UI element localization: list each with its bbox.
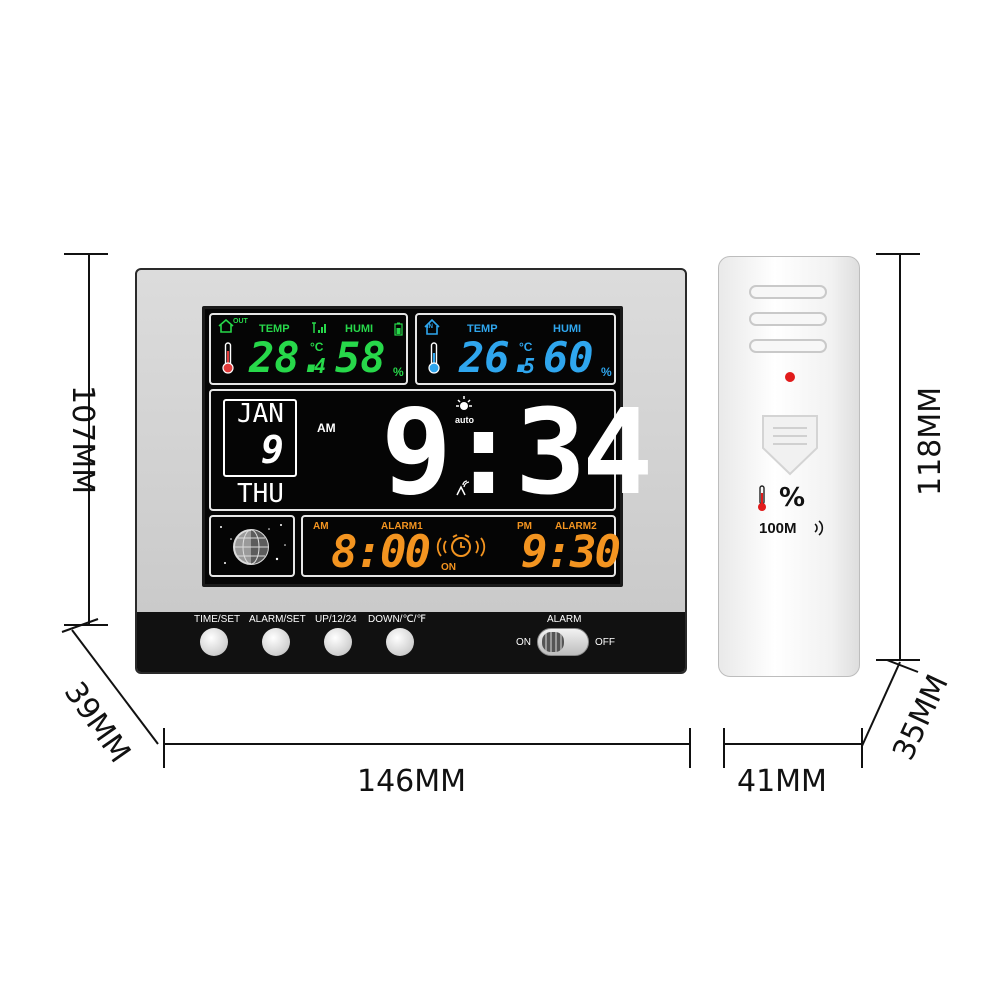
dim-sensor-width: 41MM: [737, 764, 827, 799]
clock-time: 9:34: [381, 383, 653, 521]
dim-sensor-height: 118MM: [913, 386, 949, 497]
moon-panel: [209, 515, 295, 577]
sensor-range: 100M: [759, 520, 797, 537]
humidity-symbol: %: [779, 483, 806, 513]
indoor-humi-value: 60: [543, 333, 594, 382]
calendar-box: [223, 399, 297, 477]
calendar-weekday: THU: [237, 479, 284, 509]
up-button[interactable]: [324, 628, 352, 656]
indoor-temp-value: 26.: [459, 333, 535, 382]
indoor-humi-label: HUMI: [553, 323, 582, 335]
house-icon: [424, 319, 440, 335]
signal-icon: [312, 322, 326, 333]
wireless-sensor: % 100M: [718, 256, 860, 677]
house-icon: [218, 319, 234, 333]
auto-label: auto: [455, 415, 474, 425]
indoor-panel: IN TEMP HUMI 26. °C 5 60 %: [415, 313, 616, 385]
outdoor-humi-value: 58: [335, 333, 386, 382]
battery-icon: [394, 322, 403, 336]
battery-door: [762, 415, 818, 476]
vent-slot: [749, 285, 827, 299]
indoor-temp-label: TEMP: [467, 323, 498, 335]
outdoor-out-label: OUT: [233, 318, 248, 325]
calendar-day: 9: [261, 428, 284, 472]
down-button[interactable]: [386, 628, 414, 656]
clock-panel: JAN 9 THU AM auto 9:34: [209, 389, 653, 511]
time-set-label: TIME/SET: [194, 614, 241, 625]
alarm-toggle-knob: [542, 632, 564, 652]
indoor-in-label: IN: [427, 324, 433, 330]
alarm-off-label: OFF: [595, 637, 615, 648]
thermometer-icon: [758, 485, 766, 511]
moon-phase-icon: [220, 524, 286, 565]
indicator-led: [785, 372, 795, 382]
alarm-clock-icon: [436, 534, 486, 557]
alarm1-time: 8:00: [331, 527, 431, 578]
dim-main-height: 107MM: [65, 384, 101, 495]
up-label: UP/12/24: [315, 614, 357, 625]
vent-slot: [749, 312, 827, 326]
outdoor-temp-label: TEMP: [259, 323, 290, 335]
thermometer-icon: [222, 342, 234, 374]
outdoor-panel: OUT TEMP HUMI 28. °C 4 58 %: [209, 313, 408, 385]
lcd-display: OUT TEMP HUMI 28. °C 4 58 % IN TEMP HUMI: [202, 306, 653, 587]
time-set-button[interactable]: [200, 628, 228, 656]
brightness-auto-icon: [456, 396, 472, 410]
antenna-icon: [456, 480, 470, 496]
calendar-month: JAN: [237, 399, 284, 429]
alarm-switch-label: ALARM: [547, 614, 582, 625]
alarm-set-label: ALARM/SET: [249, 614, 306, 625]
alarm1-label: ALARM1: [381, 521, 423, 532]
outdoor-humi-label: HUMI: [345, 323, 374, 335]
alarm2-label: ALARM2: [555, 521, 597, 532]
indoor-temp-decimal: 5: [523, 354, 536, 378]
wireless-icon: [814, 520, 824, 536]
alarm-on-label: ON: [516, 637, 531, 648]
indoor-humi-unit: %: [601, 365, 612, 379]
alarm-toggle-switch[interactable]: [537, 628, 589, 656]
indoor-temp-unit: °C: [519, 340, 533, 354]
alarm2-time: 9:30: [521, 527, 621, 578]
down-label: DOWN/℃/℉: [368, 614, 426, 625]
thermometer-icon: [428, 342, 440, 374]
alarm2-ampm: PM: [517, 521, 532, 532]
outdoor-humi-unit: %: [393, 365, 404, 379]
outdoor-temp-unit: °C: [310, 340, 324, 354]
vent-slot: [749, 339, 827, 353]
alarm1-ampm: AM: [313, 521, 329, 532]
alarm-set-button[interactable]: [262, 628, 290, 656]
outdoor-temp-decimal: 4: [314, 354, 327, 378]
alarm-status: ON: [441, 562, 456, 573]
clock-ampm: AM: [317, 421, 336, 435]
outdoor-temp-value: 28.: [249, 333, 325, 382]
alarm-panel: AM ALARM1 8:00 ON PM ALARM2 9:30: [301, 515, 621, 578]
dim-main-width: 146MM: [357, 764, 467, 799]
